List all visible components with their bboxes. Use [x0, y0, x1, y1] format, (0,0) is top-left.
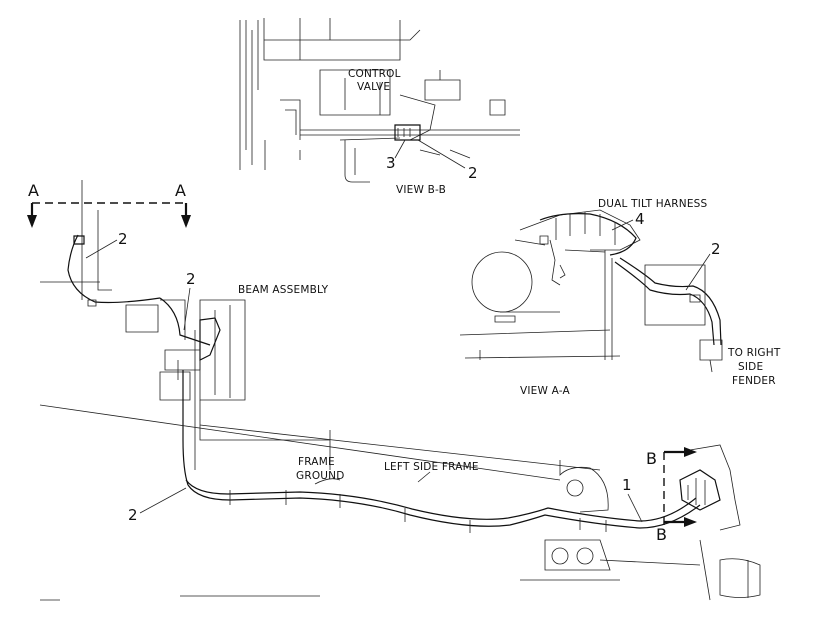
dual-tilt-harness-label: DUAL TILT HARNESS: [598, 198, 708, 210]
control-valve-label-line2: VALVE: [357, 81, 390, 93]
section-b-bottom-label: B: [656, 525, 667, 544]
view-aa-callout-4: 4: [635, 210, 645, 228]
beam-assembly-label: BEAM ASSEMBLY: [238, 284, 329, 296]
view-bb-inset: CONTROL VALVE 3 2 VIEW B-B: [239, 18, 520, 196]
bottom-callout-2: 2: [128, 506, 138, 524]
section-a-marker: A A: [27, 181, 191, 228]
view-bb-title: VIEW B-B: [396, 184, 446, 196]
view-aa-inset: DUAL TILT HARNESS 4 2 TO RIGHT SIDE FEND…: [459, 198, 781, 397]
section-a-right-label: A: [175, 181, 186, 200]
section-a-left-label: A: [28, 181, 39, 200]
section-b-top-label: B: [646, 449, 657, 468]
view-bb-callout-2: 2: [468, 164, 478, 182]
beam-assembly-area: 2 2 BEAM ASSEMBLY: [40, 180, 329, 486]
main-callout-1: 1: [622, 476, 632, 494]
view-aa-title: VIEW A-A: [520, 385, 571, 397]
frame-ground-label-line1: FRAME: [298, 456, 335, 468]
left-side-frame-label: LEFT SIDE FRAME: [384, 461, 479, 473]
to-right-side-fender-line3: FENDER: [732, 375, 776, 387]
beam-callout-2: 2: [186, 270, 196, 288]
left-side-frame-area: B B FRAME GROUND LEFT SIDE FRAME 2 1: [39, 400, 761, 601]
left-callout-2: 2: [118, 230, 128, 248]
control-valve-label-line1: CONTROL: [348, 68, 401, 80]
view-bb-callout-3: 3: [386, 154, 396, 172]
view-aa-callout-2: 2: [711, 240, 721, 258]
to-right-side-fender-line2: SIDE: [738, 361, 763, 373]
to-right-side-fender-line1: TO RIGHT: [727, 347, 781, 359]
frame-ground-label-line2: GROUND: [296, 470, 345, 482]
